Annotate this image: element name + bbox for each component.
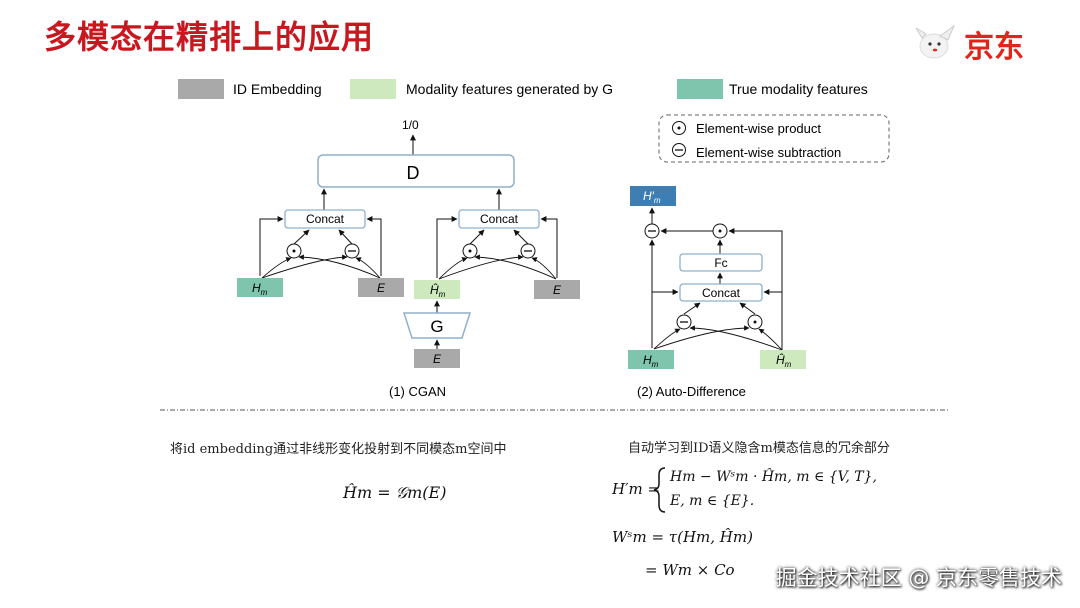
cgan-output-label: 1/0	[402, 118, 419, 132]
ad-hhat-box	[760, 350, 806, 369]
left-description: 将id embedding通过非线形变化投射到不同模态m空间中	[170, 442, 507, 457]
hprime-formula-case2: E, m ∈ {E}.	[670, 493, 755, 509]
generator-formula-rhs: = 𝒢m(E)	[377, 483, 447, 502]
generator-formula-lhs: Ĥm	[343, 483, 373, 502]
discriminator-label: D	[407, 163, 420, 183]
legend-generated-label: Modality features generated by G	[406, 81, 613, 97]
ad-hhat-label: Ĥ	[776, 352, 785, 367]
cgan-hhat-sub: m	[439, 290, 446, 299]
discriminator-box	[317, 154, 515, 188]
svg-text:Ĥm: Ĥm	[430, 282, 446, 299]
svg-text:Hm: Hm	[252, 281, 268, 297]
generator-box	[402, 312, 472, 339]
cgan-caption: (1) CGAN	[389, 384, 446, 399]
ad-concat-box	[679, 283, 763, 302]
hprime-formula-case1: Hm − Wˢm · Ĥm, m ∈ {V, T},	[670, 469, 877, 485]
hprime-formula-lhs: H′m =	[612, 480, 661, 498]
ad-hm-sub: m	[652, 360, 659, 369]
cgan-concat-right-label: Concat	[480, 212, 519, 226]
cgan-e-box-right	[534, 280, 580, 299]
right-description: 自动学习到ID语义隐含m模态信息的冗余部分	[628, 441, 890, 456]
generator-label: G	[430, 317, 443, 336]
ad-concat-label: Concat	[702, 286, 741, 300]
legend-product-label: Element-wise product	[696, 121, 821, 136]
svg-text:H′m: H′m	[643, 189, 661, 205]
logo-text: 京东	[964, 30, 1024, 65]
weight-formula-line2: = Wm × Co	[645, 561, 735, 579]
cgan-hhat-label: Ĥ	[430, 282, 439, 297]
ad-fc-label: Fc	[714, 256, 727, 270]
product-icon	[672, 121, 686, 135]
jd-dog-icon	[915, 24, 956, 59]
cgan-e-left-label: E	[377, 281, 386, 295]
cgan-hhat-box	[414, 280, 460, 299]
operator-legend: Element-wise product Element-wise subtra…	[658, 114, 890, 163]
ad-fc-box	[679, 253, 763, 272]
ad-hm-box	[628, 350, 674, 369]
jd-logo: 京东	[910, 22, 1024, 66]
subtraction-icon	[672, 143, 686, 157]
cgan-hm-sub: m	[261, 288, 268, 297]
ad-caption: (2) Auto-Difference	[637, 384, 746, 399]
ad-hm-label: H	[643, 353, 652, 367]
legend-id-label: ID Embedding	[233, 81, 322, 97]
cgan-hm-box	[237, 278, 283, 297]
cgan-concat-right	[458, 209, 540, 229]
slide-title: 多模态在精排上的应用	[44, 18, 375, 56]
ad-output-label: H′	[643, 189, 655, 203]
case-brace	[653, 467, 666, 513]
legend-true-swatch	[677, 79, 723, 99]
cgan-e-right-label: E	[553, 283, 562, 297]
legend: ID Embedding Modality features generated…	[178, 79, 868, 99]
ad-output-sub: m	[654, 196, 661, 205]
auto-difference-diagram: H′m Fc Concat Hm Ĥm (2) Auto-Difference	[628, 186, 806, 399]
cgan-e-box-left	[358, 278, 404, 297]
weight-formula-line1: Wˢm = τ(Hm, Ĥm)	[612, 528, 753, 546]
cgan-concat-left	[284, 209, 366, 229]
legend-true-label: True modality features	[729, 81, 868, 97]
watermark: 掘金技术社区 @ 京东零售技术	[775, 566, 1062, 590]
cgan-e-bottom-label: E	[433, 352, 442, 366]
svg-text:Hm: Hm	[643, 353, 659, 369]
legend-generated-swatch	[350, 79, 396, 99]
legend-id-swatch	[178, 79, 224, 99]
ad-hhat-sub: m	[785, 360, 792, 369]
svg-text:Ĥm: Ĥm	[776, 352, 792, 369]
cgan-diagram: 1/0 D Concat Concat	[237, 118, 580, 399]
cgan-hm-label: H	[252, 281, 261, 295]
legend-subtraction-label: Element-wise subtraction	[696, 145, 841, 160]
cgan-concat-left-label: Concat	[306, 212, 345, 226]
generator-formula: Ĥm = 𝒢m(E)	[343, 483, 446, 503]
cgan-e-box-bottom	[414, 349, 460, 368]
ad-output-box	[630, 186, 676, 206]
